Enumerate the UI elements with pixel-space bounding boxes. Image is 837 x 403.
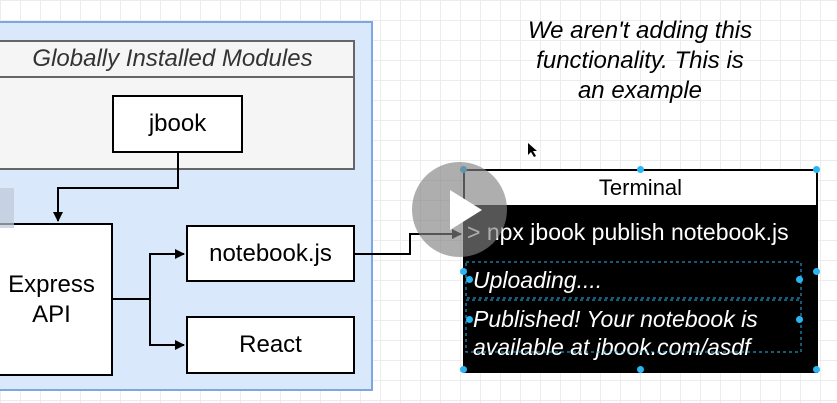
jbook-label: jbook bbox=[148, 110, 207, 137]
terminal-title-label: Terminal bbox=[598, 175, 683, 200]
terminal-body[interactable] bbox=[463, 207, 818, 373]
selection-handle[interactable] bbox=[813, 166, 820, 173]
express-label-line1: Express bbox=[8, 270, 95, 298]
published-line2: available at jbook.com/asdf bbox=[473, 334, 751, 360]
terminal-uploading: Uploading.... bbox=[473, 267, 603, 293]
modules-header: Globally Installed Modules bbox=[0, 40, 355, 78]
side-panel-tab[interactable] bbox=[0, 188, 14, 228]
express-to-notebook-arrow bbox=[113, 249, 185, 300]
terminal-command: > npx jbook publish notebook.js bbox=[467, 219, 789, 245]
express-to-react-arrow bbox=[149, 299, 185, 350]
selection-handle[interactable] bbox=[460, 366, 467, 373]
play-button[interactable] bbox=[412, 162, 507, 257]
note-text: We aren't adding this functionality. Thi… bbox=[500, 16, 780, 106]
react-box[interactable]: React bbox=[186, 316, 355, 374]
selection-handle[interactable] bbox=[466, 316, 473, 323]
cursor-icon bbox=[528, 143, 537, 157]
note-line3: an example bbox=[577, 77, 703, 104]
selection-handle[interactable] bbox=[813, 366, 820, 373]
play-icon bbox=[450, 190, 482, 230]
selection-handle[interactable] bbox=[460, 268, 467, 275]
published-line1: Published! Your notebook is bbox=[473, 306, 758, 332]
jbook-to-express-arrow bbox=[53, 153, 179, 222]
express-label-line2: API bbox=[32, 300, 71, 328]
express-api-box[interactable]: Express API bbox=[0, 223, 113, 376]
react-label: React bbox=[239, 331, 302, 358]
selection-outline bbox=[465, 261, 802, 353]
jbook-box[interactable]: jbook bbox=[112, 95, 243, 153]
selection-handle[interactable] bbox=[796, 316, 803, 323]
selection-handle[interactable] bbox=[796, 276, 803, 283]
notebook-label: notebook.js bbox=[209, 239, 332, 267]
selection-handle[interactable] bbox=[813, 268, 820, 275]
note-line2: functionality. This is bbox=[536, 47, 744, 74]
note-line1: We aren't adding this bbox=[527, 17, 753, 44]
notebook-box[interactable]: notebook.js bbox=[186, 225, 355, 282]
selection-handle[interactable] bbox=[637, 166, 644, 173]
terminal-published: Published! Your notebook is available at… bbox=[473, 305, 803, 361]
selection-handle[interactable] bbox=[637, 366, 644, 373]
selection-handle[interactable] bbox=[466, 276, 473, 283]
